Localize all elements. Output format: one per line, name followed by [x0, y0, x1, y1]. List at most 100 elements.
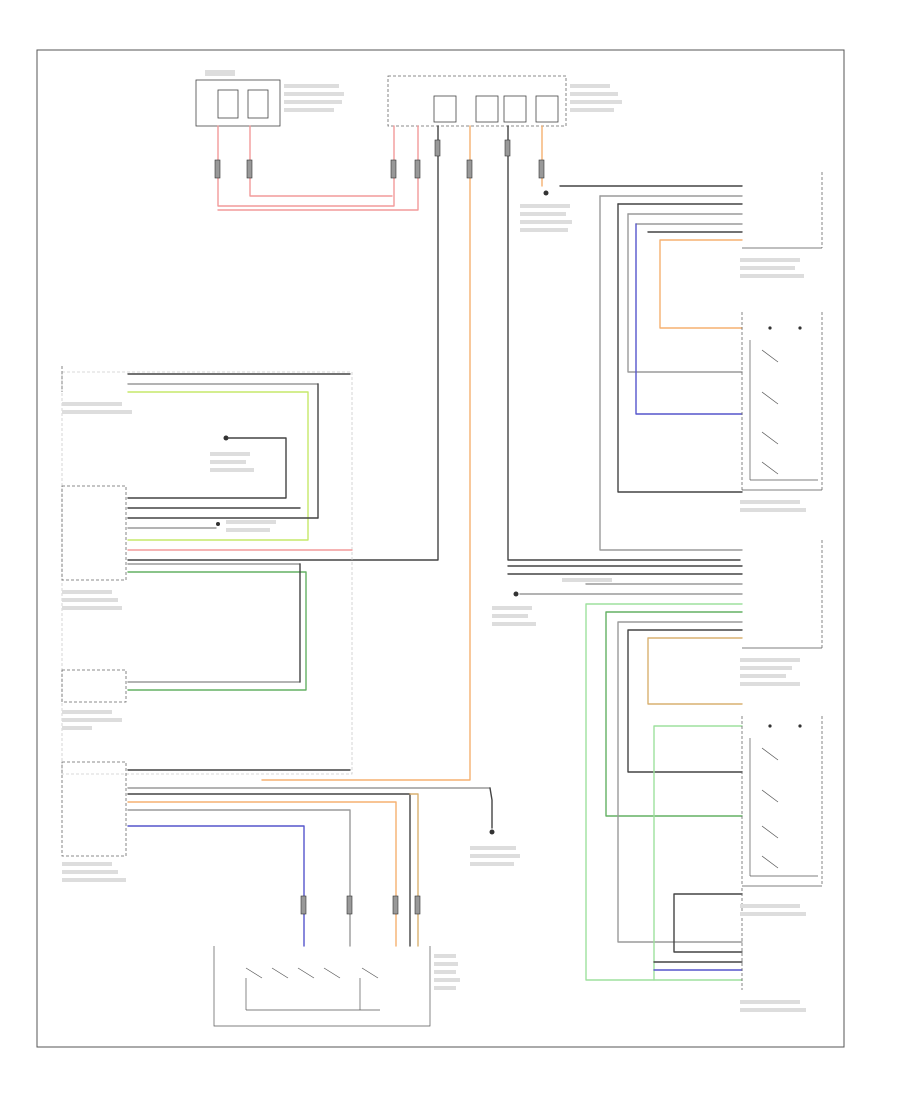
ground-splice-left-icon	[216, 522, 220, 526]
rr-switch-contact-2	[798, 326, 802, 330]
fuse-block-right-box	[387, 75, 567, 127]
rr-switch-blade-2	[761, 391, 779, 405]
pass-switch-blade-4	[761, 855, 779, 869]
ground-left-caption-2	[210, 460, 246, 464]
ground-top-right-caption-3	[520, 220, 572, 224]
fuse-block-left-caption-3	[284, 100, 342, 104]
left-front-window-switch	[213, 946, 460, 1027]
pass-lock-caption-1	[740, 904, 800, 908]
pass-switch-blade-3	[761, 825, 779, 839]
left-rear-window-switch	[61, 366, 132, 414]
lr-lock-box	[61, 669, 127, 703]
fuse-left-2	[247, 89, 269, 119]
pass-switch-blade-2	[761, 789, 779, 803]
fuse-block-left-box	[195, 79, 281, 127]
wire-rr-blue	[635, 223, 743, 415]
passenger-window-switch	[741, 716, 823, 887]
ground-lf-caption-2	[470, 854, 520, 858]
lf-module-caption-3	[62, 878, 126, 882]
fuse-right-1	[433, 95, 457, 123]
fuse-right-3	[503, 95, 527, 123]
wire-red-2	[249, 125, 393, 197]
wire-lf-3	[127, 793, 411, 947]
wire-pm-tan	[647, 637, 743, 705]
connector-lf-1	[300, 895, 307, 915]
ground-pm-caption-2	[492, 614, 528, 618]
pass-switch-contact-1	[768, 724, 772, 728]
connector-red-3	[390, 159, 397, 179]
ground-top-right-caption-4	[520, 228, 568, 232]
wire-ground-left	[127, 437, 287, 499]
ground-left-caption-1	[210, 452, 250, 456]
right-rear-motor-caption-3	[740, 274, 804, 278]
wire-rr-gray-2	[627, 213, 743, 373]
lr-switch-caption-2	[62, 410, 132, 414]
lr-motor-caption-2	[62, 598, 118, 602]
fuse-right-2	[475, 95, 499, 123]
lf-switch-blade-2	[271, 967, 289, 979]
rr-switch-caption-1	[740, 500, 800, 504]
fuse-block-left-caption-4	[284, 108, 334, 112]
splice-pm-caption	[562, 578, 612, 582]
connector-red-4	[414, 159, 421, 179]
pass-lock-caption-4	[740, 1008, 806, 1012]
right-rear-window-motor	[740, 172, 823, 278]
right-rear-motor-caption-2	[740, 266, 795, 270]
wire-lrm-green	[127, 571, 307, 691]
lr-motor-caption-3	[62, 606, 122, 610]
pass-lock-caption-2	[740, 912, 806, 916]
lr-lock-caption-2	[62, 718, 122, 722]
ground-top-right-caption-1	[520, 204, 570, 208]
lr-lock-caption-1	[62, 710, 112, 714]
wire-rr-orange	[659, 239, 743, 329]
fuse-block-right	[387, 75, 622, 127]
connector-black-2	[504, 139, 511, 157]
fuse-left-1	[217, 89, 239, 119]
ground-top-right-icon	[543, 190, 549, 196]
connector-orange-1	[466, 159, 473, 179]
lf-switch-box	[213, 946, 431, 1027]
wire-pm-black	[627, 629, 743, 773]
ground-lf-icon	[489, 829, 495, 835]
rr-switch-blade-1	[761, 349, 779, 363]
pass-switch-contact-2	[798, 724, 802, 728]
wire-lf-blue	[127, 825, 305, 947]
ground-lf-caption-3	[470, 862, 514, 866]
left-front-door-module	[61, 761, 127, 882]
ground-pm-caption-3	[492, 622, 536, 626]
wire-black-right	[507, 125, 741, 561]
fuse-block-right-caption-1	[570, 84, 610, 88]
wire-lf-tan	[409, 793, 419, 947]
fuse-block-right-caption-3	[570, 100, 622, 104]
ground-splice-left-caption-1	[226, 520, 276, 524]
wire-orange-main	[261, 125, 471, 781]
pass-module-caption-2	[740, 666, 792, 670]
wire-pm-green	[605, 611, 743, 817]
fuse-block-left-label	[205, 70, 235, 76]
wire-ground-lf	[489, 787, 493, 829]
pass-module-caption-4	[740, 682, 800, 686]
lr-switch-caption-1	[62, 402, 122, 406]
lf-module-caption-1	[62, 862, 112, 866]
left-rear-window-motor	[61, 485, 127, 610]
right-rear-window-switch	[740, 312, 823, 512]
wire-red-1	[217, 125, 395, 207]
fuse-block-right-caption-2	[570, 92, 618, 96]
fuse-right-4	[535, 95, 559, 123]
ground-pm-caption-1	[492, 606, 532, 610]
wire-rr-black-down	[617, 203, 743, 493]
lf-switch-caption-2	[434, 962, 458, 966]
ground-pm-icon	[513, 591, 519, 597]
diagram-frame	[36, 49, 845, 1048]
right-rear-motor-caption-1	[740, 258, 800, 262]
rr-switch-caption-2	[740, 508, 806, 512]
lf-switch-caption-5	[434, 986, 456, 990]
lf-switch-blade-1	[245, 967, 263, 979]
wire-lr-yellowgreen	[127, 391, 309, 541]
lf-switch-blade-3	[297, 967, 315, 979]
lf-switch-caption-1	[434, 954, 456, 958]
connector-lf-3	[392, 895, 399, 915]
rr-switch-contact-1	[768, 326, 772, 330]
fuse-block-right-caption-4	[570, 108, 614, 112]
wire-pm-lightgreen-2	[653, 725, 743, 981]
